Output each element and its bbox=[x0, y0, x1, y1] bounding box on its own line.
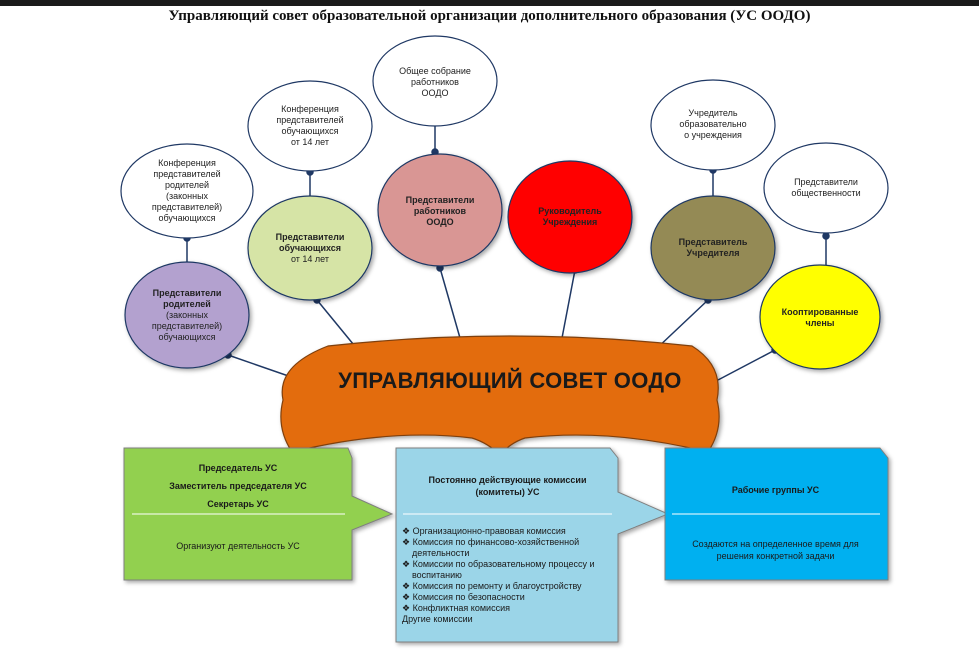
list-item: ❖ Комиссия по финансово-хозяйственной де… bbox=[402, 537, 580, 558]
inner-director: Руководитель Учреждения bbox=[538, 206, 602, 227]
list-item: ❖ Комиссия по ремонту и благоустройству bbox=[402, 581, 582, 591]
role-deputy: Заместитель председателя УС bbox=[169, 481, 307, 491]
commissions-list: ❖ Организационно-правовая комиссия ❖ Ком… bbox=[402, 526, 632, 625]
top-bar bbox=[0, 0, 979, 6]
right-box-description: Создаются на определенное время для реше… bbox=[692, 539, 859, 561]
center-box-title: Постоянно действующие комиссии (комитеты… bbox=[428, 475, 587, 497]
outer-public: Представители общественности bbox=[791, 177, 861, 198]
list-item: ❖ Комиссии по образовательному процессу … bbox=[402, 559, 595, 580]
left-box-roles: Председатель УС Заместитель председателя… bbox=[128, 462, 348, 510]
outer-circles bbox=[120, 35, 889, 239]
outer-workers-meeting: Общее собрание работников ООДО bbox=[399, 65, 471, 98]
inner-workers-representatives: Представители работников ООДО bbox=[405, 194, 475, 227]
diagram-title: Управляющий совет образовательной органи… bbox=[168, 8, 811, 24]
inner-parents-representatives: Представители родителей (законных предст… bbox=[151, 287, 223, 342]
role-chairman: Председатель УС bbox=[198, 463, 278, 473]
right-box-title: Рабочие группы УС bbox=[731, 485, 820, 495]
list-item: ❖ Комиссия по безопасности bbox=[402, 592, 525, 602]
role-secretary: Секретарь УС bbox=[207, 499, 269, 509]
outer-parents-conference: Конференция представителей родителей (за… bbox=[151, 158, 223, 223]
council-banner-label: УПРАВЛЯЮЩИЙ СОВЕТ ООДО bbox=[338, 368, 682, 393]
list-footer: Другие комиссии bbox=[402, 614, 473, 624]
list-item: ❖ Организационно-правовая комиссия bbox=[402, 526, 566, 536]
inner-coopted-members: Кооптированные члены bbox=[781, 307, 859, 328]
inner-circles bbox=[124, 153, 881, 370]
inner-students-representatives: Представители обучающихся от 14 лет bbox=[275, 231, 345, 264]
council-banner-shape bbox=[280, 335, 720, 456]
outer-students-conference: Конференция представителей обучающихся о… bbox=[276, 104, 344, 147]
outer-founder: Учредитель образовательно о учреждения bbox=[679, 107, 747, 140]
list-item: ❖ Конфликтная комиссия bbox=[402, 603, 510, 613]
inner-founder-representative: Представитель Учредителя bbox=[678, 237, 748, 258]
left-box-description: Организуют деятельность УС bbox=[176, 541, 300, 551]
